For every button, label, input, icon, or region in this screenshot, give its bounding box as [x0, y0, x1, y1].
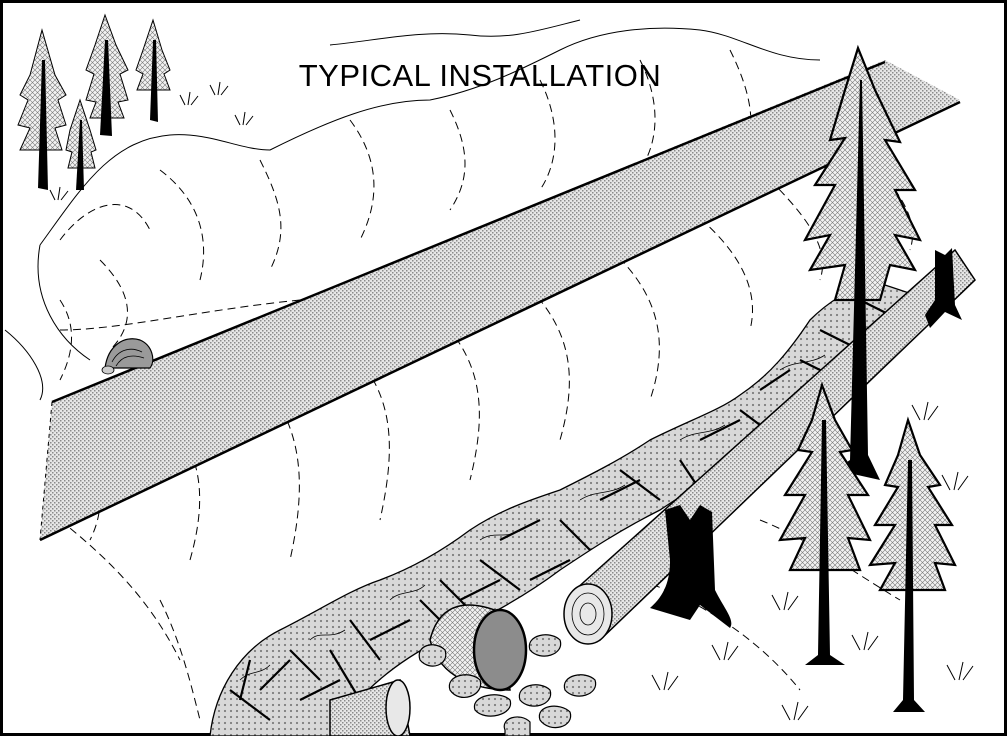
diagram-title: TYPICAL INSTALLATION	[0, 58, 960, 94]
log-end-dark	[474, 610, 526, 690]
